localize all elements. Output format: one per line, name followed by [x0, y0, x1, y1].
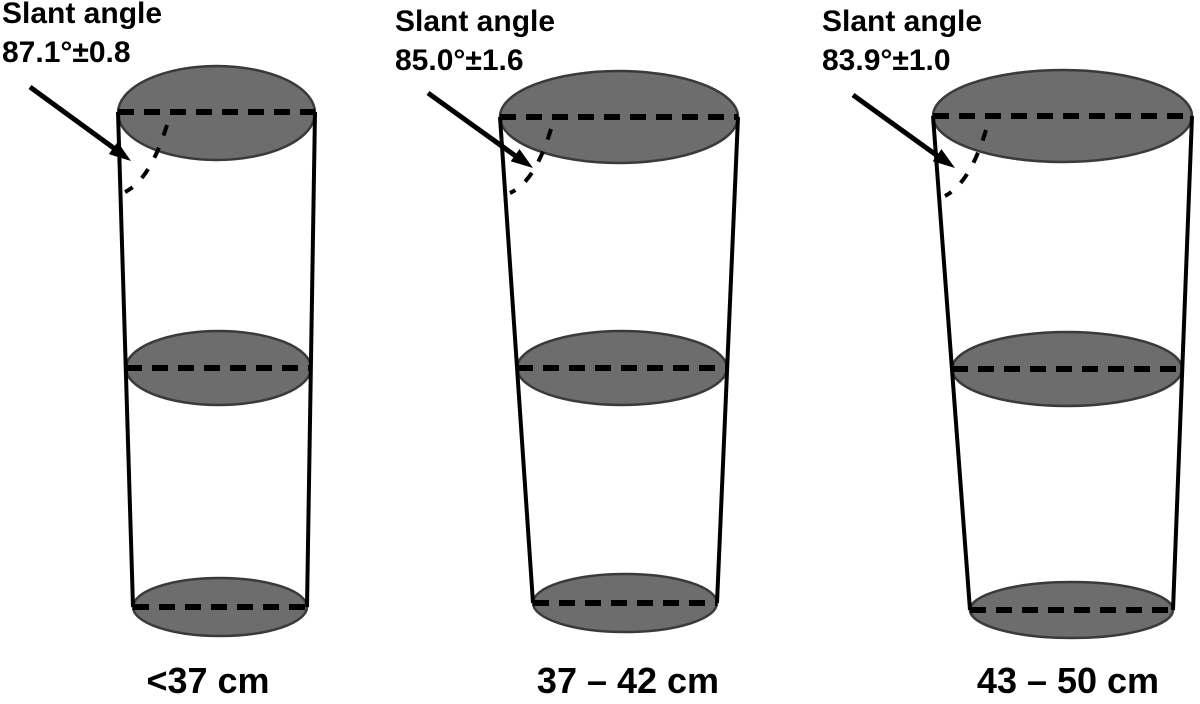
frustum-large	[851, 68, 1194, 640]
slant-value: 85.0°±1.6	[395, 44, 524, 77]
slant-label: Slant angle	[822, 5, 983, 38]
slant-angle-arc	[509, 128, 553, 195]
slant-label: Slant angle	[395, 5, 556, 38]
slant-angle-arrowhead	[932, 149, 955, 168]
size-label-small: <37 cm	[146, 660, 270, 701]
frustum-small	[28, 64, 317, 638]
slant-annotation-small: Slant angle 87.1°±0.8	[2, 0, 162, 72]
slant-angle-arrow	[28, 84, 117, 152]
left-wall	[931, 115, 972, 611]
slant-angle-arrowhead	[510, 149, 533, 168]
slant-value: 87.1°±0.8	[2, 36, 131, 69]
slant-angle-arrow	[426, 90, 519, 160]
right-wall	[1171, 115, 1194, 611]
right-wall	[715, 116, 740, 604]
slant-angle-arc	[944, 129, 988, 198]
left-wall	[116, 111, 135, 608]
slant-angle-arrowhead	[108, 141, 131, 161]
slant-value: 83.9°±1.0	[822, 44, 951, 77]
size-label-large: 43 – 50 cm	[976, 660, 1160, 701]
right-wall	[305, 111, 317, 608]
slant-angle-arrow	[851, 92, 941, 160]
size-label-medium: 37 – 42 cm	[536, 660, 720, 701]
frustum-medium	[426, 69, 740, 634]
slant-angle-arc	[124, 124, 169, 194]
left-wall	[498, 116, 535, 604]
slant-label: Slant angle	[2, 0, 163, 30]
slant-annotation-large: Slant angle 83.9°±1.0	[822, 2, 982, 80]
slant-annotation-medium: Slant angle 85.0°±1.6	[395, 2, 555, 80]
